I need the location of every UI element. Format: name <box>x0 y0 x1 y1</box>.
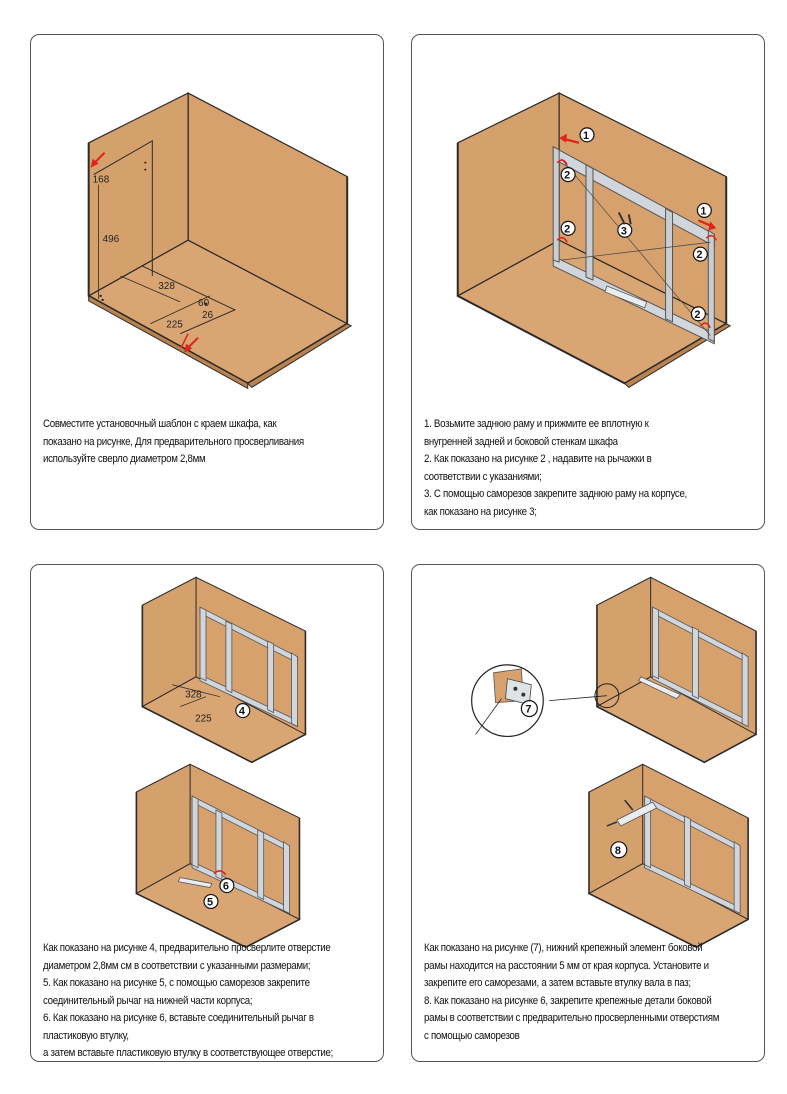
caption-line: Как показано на рисунке (7), нижний креп… <box>424 942 703 954</box>
caption-line: 8. Как показано на рисунке 6, закрепите … <box>424 994 712 1007</box>
svg-text:3: 3 <box>621 225 627 237</box>
caption-line: с помощью саморезов <box>424 1029 520 1042</box>
cabinet-template-illustration: 168 496 328 60 26 225 <box>31 35 383 529</box>
caption-line: Совместите установочный шаблон с краем ш… <box>43 418 277 430</box>
step-4-caption: Как показано на рисунке (7), нижний креп… <box>424 940 719 1045</box>
caption-line: внугренней задней и боковой стенкам шкаф… <box>424 435 618 448</box>
dimension-label: 225 <box>166 320 183 331</box>
dimension-label: 328 <box>185 690 202 701</box>
caption-line: а затем вставьте пластиковую втулку в со… <box>43 1047 333 1059</box>
step-marker-1: 1 <box>696 202 712 218</box>
step-marker-8: 8 <box>610 841 628 859</box>
step-3-caption: Как показано на рисунке 4, предварительн… <box>43 940 333 1061</box>
step-marker-2: 2 <box>560 167 576 183</box>
dimension-label: 225 <box>195 714 212 725</box>
step-marker-5: 5 <box>203 893 219 910</box>
connecting-lever-illustration: 328 225 4 6 <box>31 565 383 1061</box>
svg-text:6: 6 <box>223 881 229 893</box>
svg-text:1: 1 <box>583 130 589 142</box>
step-marker-2: 2 <box>560 220 576 236</box>
step-marker-3: 3 <box>617 222 633 238</box>
dimension-label: 168 <box>93 175 110 186</box>
step-panel-3: 328 225 4 6 <box>30 564 384 1062</box>
step-marker-7: 7 <box>520 700 538 718</box>
step-1-caption: Совместите установочный шаблон с краем ш… <box>43 416 304 469</box>
caption-line: 3. С помощью саморезов закрепите заднюю … <box>424 488 687 500</box>
step-panel-4: 7 8 Как показано на рисунке (7 <box>411 564 765 1062</box>
svg-text:2: 2 <box>696 249 702 261</box>
dimension-label: 26 <box>202 310 214 321</box>
back-frame-illustration: 1 1 2 2 2 2 3 <box>412 35 764 529</box>
step-marker-2: 2 <box>692 246 708 262</box>
svg-text:2: 2 <box>564 223 570 235</box>
caption-line: используйте сверло диаметром 2,8мм <box>43 453 206 465</box>
step-2-caption: 1. Возьмите заднюю раму и прижмите ее вп… <box>424 416 687 521</box>
step-panel-2: 1 1 2 2 2 2 3 <box>411 34 765 530</box>
side-frame-illustration: 7 8 <box>412 565 764 1061</box>
step-marker-1: 1 <box>579 127 595 143</box>
caption-line: рамы находится на расстоянии 5 мм от кра… <box>424 959 709 972</box>
caption-line: пластиковую втулку, <box>43 1029 129 1042</box>
direction-arrow-icon <box>559 133 580 144</box>
svg-text:7: 7 <box>525 704 531 716</box>
direction-arrow-icon <box>697 219 717 231</box>
caption-line: 1. Возьмите заднюю раму и прижмите ее вп… <box>424 418 649 430</box>
svg-text:2: 2 <box>694 309 700 321</box>
step-marker-4: 4 <box>235 703 251 719</box>
step-marker-2: 2 <box>690 306 706 322</box>
caption-line: закрепите его саморезами, а затем вставь… <box>424 977 691 989</box>
caption-line: 6. Как показано на рисунке 6, вставьте с… <box>43 1012 314 1024</box>
svg-text:2: 2 <box>564 170 570 182</box>
screw-icon <box>617 211 632 225</box>
dimension-label: 328 <box>158 281 175 292</box>
alignment-arrow-icon <box>180 333 199 353</box>
svg-text:4: 4 <box>239 706 246 718</box>
alignment-arrow-icon <box>90 152 106 168</box>
step-panel-1: 168 496 328 60 26 225 Совместите установ… <box>30 34 384 530</box>
caption-line: показано на рисунке, Для предварительног… <box>43 435 304 448</box>
dimension-label: 496 <box>103 234 120 245</box>
svg-text:8: 8 <box>615 845 621 857</box>
caption-line: соответствии с указаниями; <box>424 470 542 483</box>
caption-line: соединительный рычаг на нижней части кор… <box>43 994 253 1007</box>
dimension-label: 60 <box>198 298 210 309</box>
caption-line: диаметром 2,8мм см в соответствии с указ… <box>43 959 311 972</box>
caption-line: Как показано на рисунке 4, предварительн… <box>43 942 331 954</box>
svg-text:1: 1 <box>700 205 706 217</box>
caption-line: 5. Как показано на рисунке 5, с помощью … <box>43 977 310 989</box>
caption-line: 2. Как показано на рисунке 2 , надавите … <box>424 453 652 465</box>
caption-line: как показано на рисунке 3; <box>424 505 537 518</box>
step-marker-6: 6 <box>219 878 235 894</box>
svg-text:5: 5 <box>207 896 213 908</box>
caption-line: рамы в соответствии с предварительно про… <box>424 1012 720 1024</box>
